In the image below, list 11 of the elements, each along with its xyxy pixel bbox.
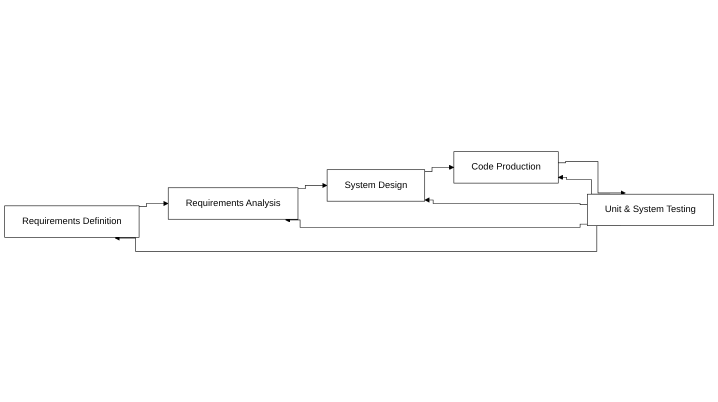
node-box: Unit & System Testing [587,193,714,226]
arrow [138,200,168,207]
arrow [298,182,328,189]
arrow [424,164,454,172]
arrow [285,216,588,228]
node-box: Requirements Definition [4,205,140,238]
node-box: System Design [326,168,426,201]
arrow [424,196,588,205]
arrow [558,160,626,196]
node-box: Code Production [454,150,559,183]
node-box: Requirements Analysis [168,187,298,220]
